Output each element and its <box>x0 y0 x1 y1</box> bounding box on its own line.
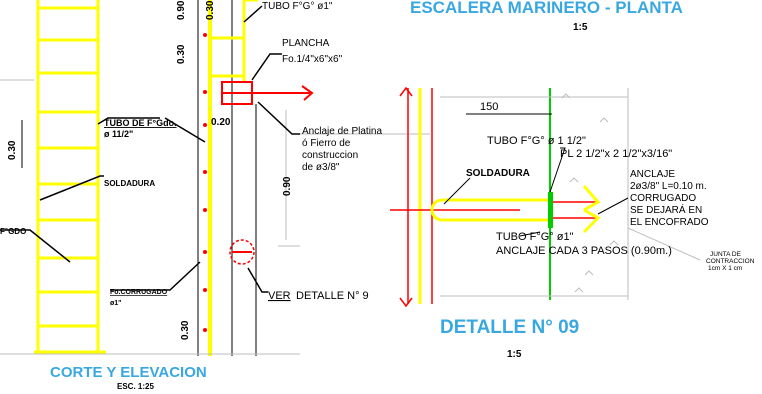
label-soldadura-right: SOLDADURA <box>466 168 530 179</box>
label-anclaje-3: construccion <box>302 150 358 161</box>
label-plancha-2: Fo.1/4"x6"x6" <box>282 54 343 65</box>
title-detalle: DETALLE N° 09 <box>440 317 579 338</box>
leader-lines-left <box>0 5 300 293</box>
right-labels: 150 TUBO F°G° ø 1 1/2" PL 2 1/2"x 2 1/2"… <box>466 101 755 272</box>
label-tubo-fg-112: TUBO F°G° ø 1 1/2" <box>487 135 586 147</box>
label-anclaje-r1: ANCLAJE <box>630 169 675 180</box>
titles: ESCALERA MARINERO - PLANTA 1:5 DETALLE N… <box>50 0 683 391</box>
dim-090-top: 0.90 <box>176 0 187 20</box>
label-junta-3: 1cm X 1 cm <box>708 265 742 272</box>
title-planta: ESCALERA MARINERO - PLANTA <box>410 0 683 17</box>
label-anclaje-2: ó Fierro de <box>302 138 351 149</box>
scale-detalle: 1:5 <box>507 349 522 360</box>
detalle-group <box>390 86 701 308</box>
dim-020: 0.20 <box>211 117 231 128</box>
label-tubo-fg-1: TUBO F°G° ø1" <box>262 1 333 12</box>
label-anclaje-pasos: ANCLAJE CADA 3 PASOS (0.90m.) <box>496 245 672 257</box>
label-fo-corrugado-1: Fo.CORRUGADO <box>110 289 168 296</box>
dim-030-bottom: 0.30 <box>180 320 191 340</box>
ladder-rungs <box>38 6 98 328</box>
dim-030-left: 0.30 <box>7 140 18 160</box>
weld-dots <box>203 33 207 332</box>
label-dim-150: 150 <box>480 101 498 113</box>
label-tubo-fgdo-2: ø 11/2" <box>104 129 133 139</box>
break-top <box>399 86 413 97</box>
label-anclaje-r5: EL ENCOFRADO <box>630 217 709 228</box>
label-tubo-fg-1-right: TUBO F°G° ø1" <box>496 231 574 243</box>
break-mark-1 <box>301 85 314 101</box>
label-anclaje-1: Anclaje de Platina <box>302 126 382 137</box>
label-junta-1: JUNTA DE <box>710 251 742 258</box>
leader-lines-right <box>443 147 629 237</box>
left-labels: TUBO F°G° ø1" PLANCHA Fo.1/4"x6"x6" TUBO… <box>0 1 382 307</box>
tube-bend <box>430 198 443 222</box>
label-plancha-1: PLANCHA <box>282 38 330 49</box>
label-anclaje-r2: 2ø3/8" L=0.10 m. <box>630 181 707 192</box>
break-bottom <box>399 297 413 308</box>
title-corte: CORTE Y ELEVACION <box>50 364 207 381</box>
label-fgdo: F°GDO <box>0 227 26 236</box>
corte-elevacion-group <box>0 0 430 356</box>
label-anclaje-r4: SE DEJARÁ EN <box>630 203 702 216</box>
anchor-yellow-ends <box>582 185 601 234</box>
detail-callout-circle <box>229 239 255 265</box>
dim-090-right: 0.90 <box>282 176 293 196</box>
concrete-hatch <box>561 93 619 293</box>
dim-030-mid: 0.30 <box>176 44 187 64</box>
label-soldadura-left: SOLDADURA <box>104 179 155 188</box>
label-ver: VER <box>268 290 291 302</box>
label-anclaje-4: de ø3/8" <box>302 162 340 173</box>
scale-corte: ESC. 1:25 <box>117 382 154 391</box>
dim-030-top: 0.30 <box>205 0 216 20</box>
label-detalle-n9: DETALLE N° 9 <box>296 290 369 302</box>
left-dimensions: 0.90 0.30 0.30 0.30 0.20 0.90 0.30 <box>7 0 293 340</box>
label-tubo-fgdo-1: TUBO DE F°Gdo. <box>104 118 177 128</box>
label-pl: PL 2 1/2"x 2 1/2"x3/16" <box>560 148 672 160</box>
scale-planta: 1:5 <box>573 22 588 33</box>
junta-leader <box>627 227 701 261</box>
label-fo-corrugado-2: ø1" <box>110 300 122 307</box>
label-anclaje-r3: CORRUGADO <box>630 193 696 204</box>
label-junta-2: CONTRACCION <box>706 258 755 265</box>
plate-pl <box>548 192 553 228</box>
